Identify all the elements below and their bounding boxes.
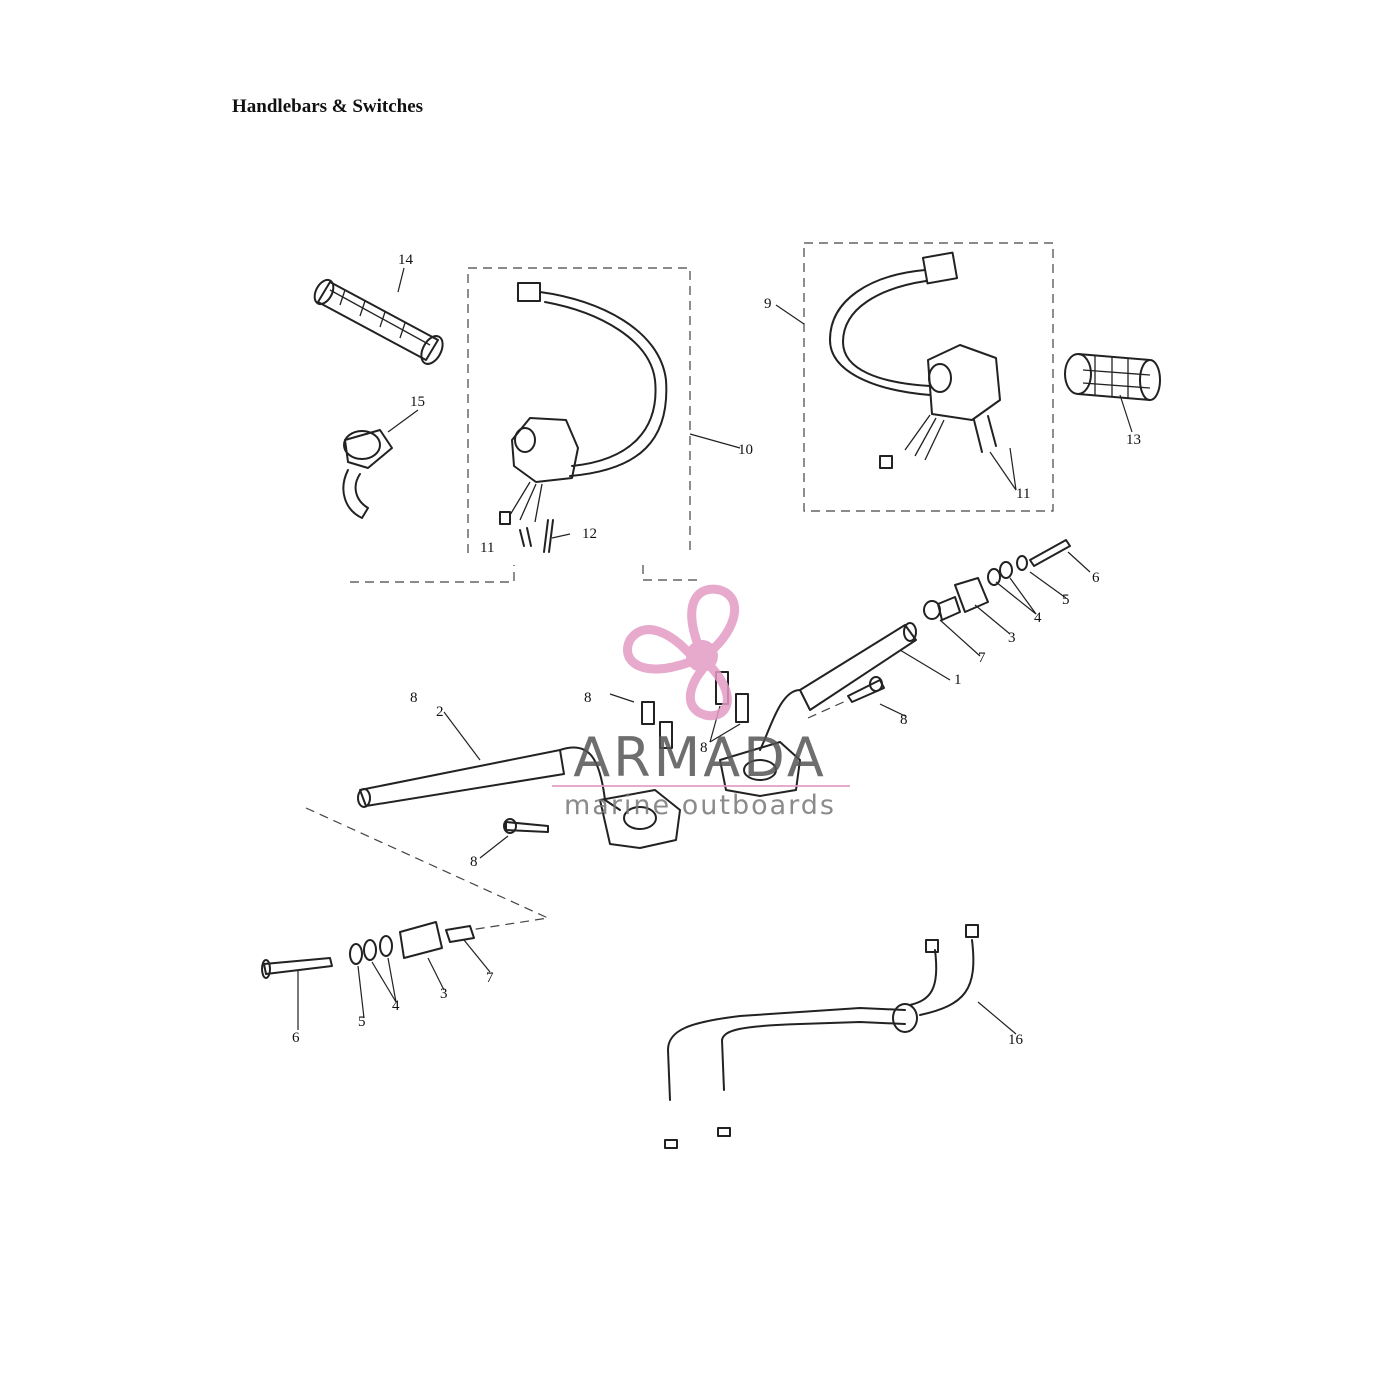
- throttle-housing: [342, 429, 393, 519]
- throttle-cables: [664, 924, 979, 1149]
- callout-5-left: 5: [358, 1014, 366, 1030]
- callout-9: 9: [764, 296, 772, 312]
- bolt-set: [503, 671, 885, 834]
- grip-left: [313, 278, 444, 365]
- callout-10: 10: [738, 442, 753, 458]
- callout-15: 15: [410, 394, 425, 410]
- callout-7-right: 7: [978, 650, 986, 666]
- switch-left-assembly: [499, 282, 668, 553]
- callout-11-left: 11: [480, 540, 494, 556]
- watermark-tagline: marine outboards: [564, 790, 836, 821]
- propeller-logo-icon: [623, 584, 740, 721]
- callout-4-left: 4: [392, 998, 400, 1014]
- leader-lines: [297, 267, 1133, 1035]
- left-end-assembly-guide: [305, 807, 551, 931]
- right-bolt-guide: [807, 699, 849, 719]
- callout-11-right: 11: [1016, 486, 1030, 502]
- handlebar-right: [719, 622, 917, 797]
- callout-13: 13: [1126, 432, 1141, 448]
- callout-8-top-left: 8: [410, 690, 418, 706]
- callout-5-right: 5: [1062, 592, 1070, 608]
- bar-end-right: [923, 539, 1071, 621]
- callout-16: 16: [1008, 1032, 1024, 1048]
- watermark-brand: ARMADA: [573, 726, 827, 789]
- bar-end-left: [261, 921, 475, 979]
- callout-8-center-right: 8: [700, 740, 708, 756]
- callout-7-left: 7: [486, 970, 494, 986]
- callout-3-left: 3: [440, 986, 448, 1002]
- switch-right-assembly: [829, 251, 1001, 469]
- callout-2: 2: [436, 704, 444, 720]
- armada-watermark: ARMADA marine outboards: [552, 584, 850, 821]
- grip-right: [1064, 353, 1161, 401]
- callout-1: 1: [954, 672, 962, 688]
- callout-6-right: 6: [1092, 570, 1100, 586]
- right-switch-group-frame: [803, 242, 1054, 512]
- callout-8-left-bolt: 8: [470, 854, 478, 870]
- left-switch-group-frame: [350, 267, 700, 583]
- callout-8-right-bolt: 8: [900, 712, 908, 728]
- callout-14: 14: [398, 252, 414, 268]
- callout-labels: 14 15 10 9 13 11 12 11 6 5 4 3 7 1 2 8 8…: [292, 252, 1141, 1048]
- handlebar-left: [357, 746, 681, 849]
- diagram-title: Handlebars & Switches: [232, 96, 424, 117]
- callout-8-center-left: 8: [584, 690, 592, 706]
- callout-6-left: 6: [292, 1030, 300, 1046]
- callout-3-right: 3: [1008, 630, 1016, 646]
- callout-12: 12: [582, 526, 597, 542]
- callout-4-right: 4: [1034, 610, 1042, 626]
